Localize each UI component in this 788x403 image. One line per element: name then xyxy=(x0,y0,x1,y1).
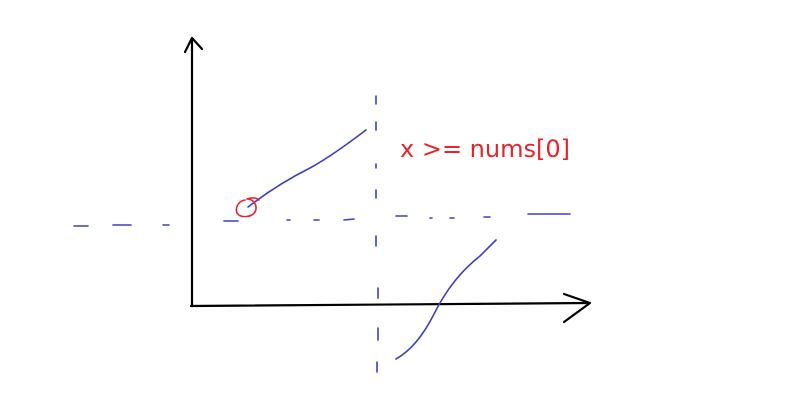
vertical-dashed-line xyxy=(375,95,379,373)
arrow-right-icon xyxy=(562,292,592,324)
horizontal-dashed-line xyxy=(73,213,571,227)
x-axis-line xyxy=(189,301,590,308)
annotation-label: x >= nums[0] xyxy=(400,135,570,163)
arrow-up-icon xyxy=(183,36,204,54)
y-axis xyxy=(183,36,204,308)
h-dash xyxy=(343,218,355,221)
x-axis xyxy=(189,292,592,324)
circle-marker-outline xyxy=(235,197,260,218)
circle-marker-icon xyxy=(235,197,260,218)
lower-curve-segment xyxy=(395,239,497,360)
upper-curve-segment xyxy=(247,129,367,208)
